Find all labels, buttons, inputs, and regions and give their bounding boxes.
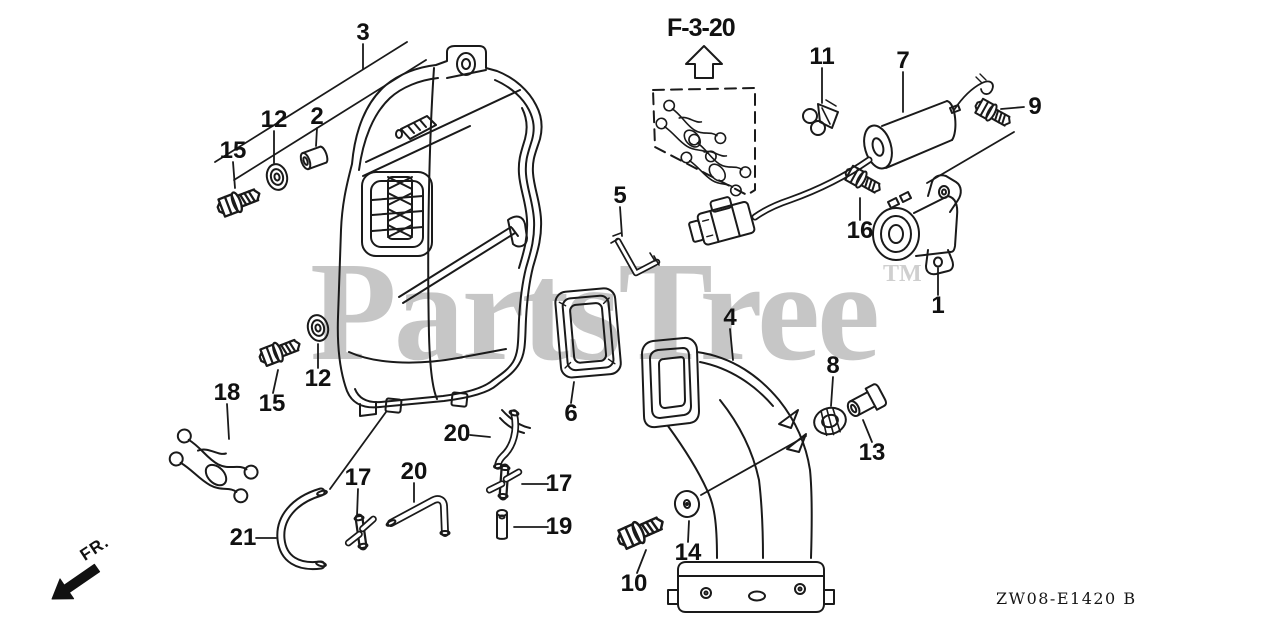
callout-15[interactable]: 15 xyxy=(258,390,286,417)
front-direction-arrow-icon xyxy=(51,563,101,600)
figure-reference-label[interactable]: F-3-20 xyxy=(667,14,736,42)
callout-9[interactable]: 9 xyxy=(1028,93,1042,120)
part-tube-20-left xyxy=(385,495,451,537)
callout-16[interactable]: 16 xyxy=(846,217,874,244)
part-clamp-18 xyxy=(163,426,264,506)
part-tube-20-upper xyxy=(493,409,520,470)
callout-12[interactable]: 12 xyxy=(304,365,332,392)
part-coil-7 xyxy=(863,73,994,170)
callout-7[interactable]: 7 xyxy=(896,47,910,74)
part-clamp-8 xyxy=(813,406,847,437)
callout-19[interactable]: 19 xyxy=(545,513,573,540)
part-cover-art xyxy=(336,45,543,434)
part-clamp-17-left xyxy=(345,514,377,550)
part-hose-21 xyxy=(276,487,328,571)
watermark-trademark: TM xyxy=(883,261,922,287)
callout-11[interactable]: 11 xyxy=(809,43,835,70)
callout-18[interactable]: 18 xyxy=(213,379,241,406)
up-arrow-icon xyxy=(685,45,723,79)
callout-15[interactable]: 15 xyxy=(219,137,247,164)
callout-2[interactable]: 2 xyxy=(310,103,324,130)
part-bolt-15-lower xyxy=(255,333,305,370)
callout-10[interactable]: 10 xyxy=(620,570,648,597)
part-washer-12-lower xyxy=(304,311,332,345)
part-motor-1 xyxy=(872,174,962,276)
callout-12[interactable]: 12 xyxy=(260,106,288,133)
callout-13[interactable]: 13 xyxy=(858,439,886,466)
callout-5[interactable]: 5 xyxy=(613,182,627,209)
duct-clip-icon xyxy=(778,409,799,429)
callout-14[interactable]: 14 xyxy=(674,539,702,566)
part-clamp-11 xyxy=(802,99,839,136)
callout-4[interactable]: 4 xyxy=(723,304,737,331)
callout-17[interactable]: 17 xyxy=(545,470,573,497)
figure-reference-box xyxy=(649,45,758,199)
drawing-number: ZW08-E1420 B xyxy=(996,589,1137,608)
part-collar-2 xyxy=(299,145,329,171)
callout-1[interactable]: 1 xyxy=(931,292,945,319)
callout-3[interactable]: 3 xyxy=(356,19,370,46)
part-washer-14 xyxy=(673,490,701,518)
part-bolt-9 xyxy=(971,95,1016,132)
part-washer-12-upper xyxy=(263,160,291,194)
callout-6[interactable]: 6 xyxy=(564,400,578,427)
watermark-text: PartsTree xyxy=(310,232,880,390)
callout-21[interactable]: 21 xyxy=(229,524,257,551)
callout-8[interactable]: 8 xyxy=(826,352,840,379)
callout-leader-lines xyxy=(214,41,1025,574)
part-duct-4 xyxy=(641,336,835,613)
part-bolt-15-upper xyxy=(213,182,265,221)
part-cap-13 xyxy=(846,383,888,418)
part-bolt-10 xyxy=(613,510,669,553)
coil-lead-wire xyxy=(953,80,994,111)
duct-clip-icon xyxy=(786,433,807,453)
part-tube-19 xyxy=(496,509,508,540)
cable-connector xyxy=(688,196,756,246)
callout-20[interactable]: 20 xyxy=(400,458,428,485)
callout-17[interactable]: 17 xyxy=(344,464,372,491)
part-seal-6 xyxy=(554,287,622,379)
callout-20[interactable]: 20 xyxy=(443,420,471,447)
part-wire-5 xyxy=(610,232,661,277)
part-clamp-17-right xyxy=(489,465,519,499)
